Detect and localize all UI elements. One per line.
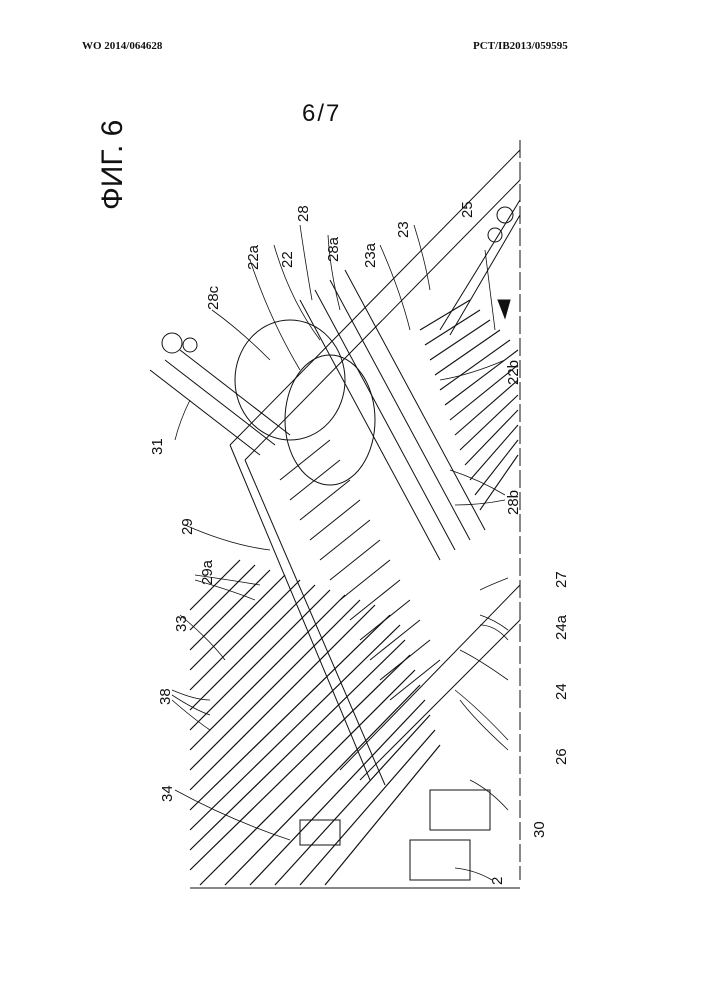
reference-labels: 28 28a 28b 28c 22 22a 22b 23 23a 25 31 2… <box>149 201 570 885</box>
ref-24a: 24a <box>553 614 570 640</box>
feeder-25 <box>439 199 521 336</box>
leader-lines <box>171 224 509 881</box>
roller-conveyor-left <box>189 559 441 886</box>
ref-29a: 29a <box>199 559 216 585</box>
ref-31: 31 <box>149 438 166 455</box>
inclined-conveyor-31 <box>149 332 291 456</box>
ref-30: 30 <box>531 821 548 838</box>
ref-24: 24 <box>553 683 570 700</box>
ref-23a: 23a <box>362 242 379 268</box>
ref-2: 2 <box>489 877 506 885</box>
ref-22a: 22a <box>245 244 262 270</box>
ref-23: 23 <box>395 221 412 238</box>
ref-28a: 28a <box>325 236 342 262</box>
main-frame <box>229 149 521 786</box>
ref-28c: 28c <box>205 285 222 310</box>
sheet-number: 6/7 <box>302 100 342 127</box>
ref-29: 29 <box>179 518 196 535</box>
ref-26: 26 <box>553 748 570 765</box>
ref-38: 38 <box>157 688 174 705</box>
cable-loop-1 <box>234 319 346 441</box>
application-number: PCT/IB2013/059595 <box>473 40 568 52</box>
roller-conveyor-right <box>419 299 519 511</box>
ref-28: 28 <box>295 205 312 222</box>
ref-22b: 22b <box>505 360 522 385</box>
ref-34: 34 <box>159 785 176 802</box>
ref-22: 22 <box>279 251 296 268</box>
ref-27: 27 <box>553 571 570 588</box>
cable-loop-2 <box>284 354 376 486</box>
collection-bins <box>279 439 441 701</box>
ref-28b: 28b <box>505 490 522 515</box>
ref-33: 33 <box>173 615 190 632</box>
support-legs <box>299 789 491 881</box>
publication-number: WO 2014/064628 <box>82 40 163 52</box>
ref-25: 25 <box>459 201 476 218</box>
